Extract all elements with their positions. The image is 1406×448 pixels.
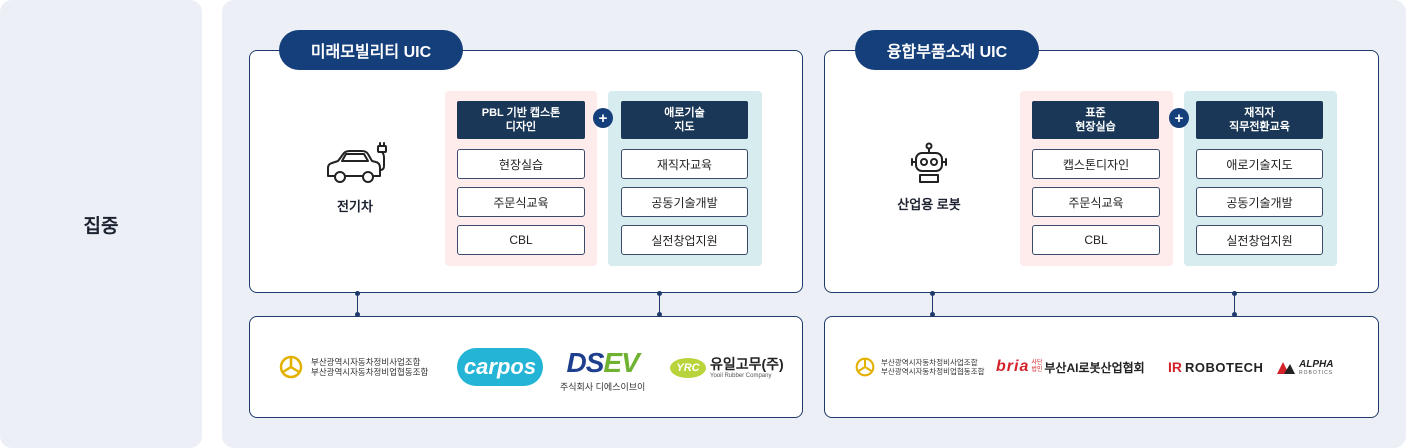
connector-line	[1234, 293, 1235, 316]
association-name-2: 부산광역시자동차정비업협동조합	[311, 367, 429, 377]
logo-robotech: IR ROBOTECH	[1168, 359, 1263, 375]
list-item: 현장실습	[457, 149, 585, 179]
side-panel: 집중	[0, 0, 202, 448]
connector-dot	[355, 312, 360, 317]
industry-robot: 산업용 로봇	[874, 142, 984, 213]
connector-dot	[355, 291, 360, 296]
list-item: 실전창업지원	[621, 225, 748, 255]
partners-box-materials	[824, 316, 1379, 418]
dsev-ev: EV	[603, 347, 639, 378]
logo-yooil-rubber: YRC 유일고무(주) Yooil Rubber Company	[670, 356, 784, 380]
association-emblem-icon	[279, 355, 303, 379]
connector-line	[659, 293, 660, 316]
association-name-2: 부산광역시자동차정비업협동조합	[881, 367, 985, 376]
list-item: 애로기술지도	[1196, 149, 1323, 179]
connector-line	[357, 293, 358, 316]
association-name-1: 부산광역시자동차정비사업조합	[881, 358, 978, 367]
industry-label-ev: 전기차	[337, 199, 373, 214]
plus-icon: +	[593, 108, 613, 128]
list-item: 공동기술개발	[621, 187, 748, 217]
list-item: 캡스톤디자인	[1032, 149, 1160, 179]
logo-auto-repair-association: 부산광역시자동차정비사업조합 부산광역시자동차정비업협동조합	[279, 355, 428, 379]
column-header-tech-guidance: 애로기술 지도	[621, 101, 748, 139]
column-header-capstone: PBL 기반 캡스톤 디자인	[457, 101, 585, 139]
connector-dot	[1232, 291, 1237, 296]
logo-auto-repair-association: 부산광역시자동차정비사업조합 부산광역시자동차정비업협동조합	[855, 357, 985, 377]
bria-tag-2: 법인	[1031, 367, 1043, 373]
bria-association-name: 부산AI로봇산업협회	[1044, 360, 1145, 375]
column-header-standard-practice: 표준 현장실습	[1032, 101, 1159, 139]
yrc-english-name: Yooil Rubber Company	[710, 373, 772, 379]
alpha-robotics-icon	[1277, 361, 1295, 374]
list-item: CBL	[1032, 225, 1160, 255]
yrc-company-name: 유일고무(주)	[710, 356, 784, 372]
list-item: 주문식교육	[1032, 187, 1160, 217]
logo-carpos: carpos	[457, 348, 543, 386]
yrc-mark: YRC	[670, 358, 706, 378]
list-item: 재직자교육	[621, 149, 748, 179]
connector-dot	[657, 312, 662, 317]
list-item: 공동기술개발	[1196, 187, 1323, 217]
logo-alpha-robotics: ALPHA ROBOTICS	[1276, 359, 1333, 376]
electric-car-icon	[327, 142, 387, 183]
robotech-mark: IR	[1168, 359, 1182, 375]
association-emblem-icon	[855, 357, 875, 377]
industry-ev: 전기차	[300, 140, 410, 215]
robot-icon	[911, 142, 947, 183]
bria-tag-1: 사단	[1031, 360, 1043, 366]
connector-dot	[930, 291, 935, 296]
robotech-name: ROBOTECH	[1185, 359, 1264, 375]
dsev-ds: DS	[566, 347, 605, 378]
industry-label-robot: 산업용 로봇	[897, 197, 961, 212]
logo-dsev: DSEV 주식회사 디에스이브이	[560, 348, 645, 393]
association-name-1: 부산광역시자동차정비사업조합	[311, 357, 421, 367]
logo-bria: bria 사단 법인 부산AI로봇산업협회	[996, 358, 1145, 376]
alpha-subtitle: ROBOTICS	[1299, 370, 1334, 376]
carpos-logo: carpos	[457, 348, 543, 386]
alpha-name: ALPHA	[1299, 359, 1334, 370]
list-item: 주문식교육	[457, 187, 585, 217]
connector-dot	[1232, 312, 1237, 317]
dsev-company-name: 주식회사 디에스이브이	[560, 382, 646, 392]
connector-line	[932, 293, 933, 316]
side-label: 집중	[83, 215, 119, 237]
connector-dot	[930, 312, 935, 317]
uic-title-materials: 융합부품소재 UIC	[855, 30, 1039, 70]
list-item: CBL	[457, 225, 585, 255]
plus-icon: +	[1169, 108, 1189, 128]
list-item: 실전창업지원	[1196, 225, 1323, 255]
bria-mark: bria	[996, 358, 1030, 375]
column-header-job-transition: 재직자 직무전환교육	[1196, 101, 1323, 139]
connector-dot	[657, 291, 662, 296]
uic-title-mobility: 미래모빌리티 UIC	[279, 30, 463, 70]
